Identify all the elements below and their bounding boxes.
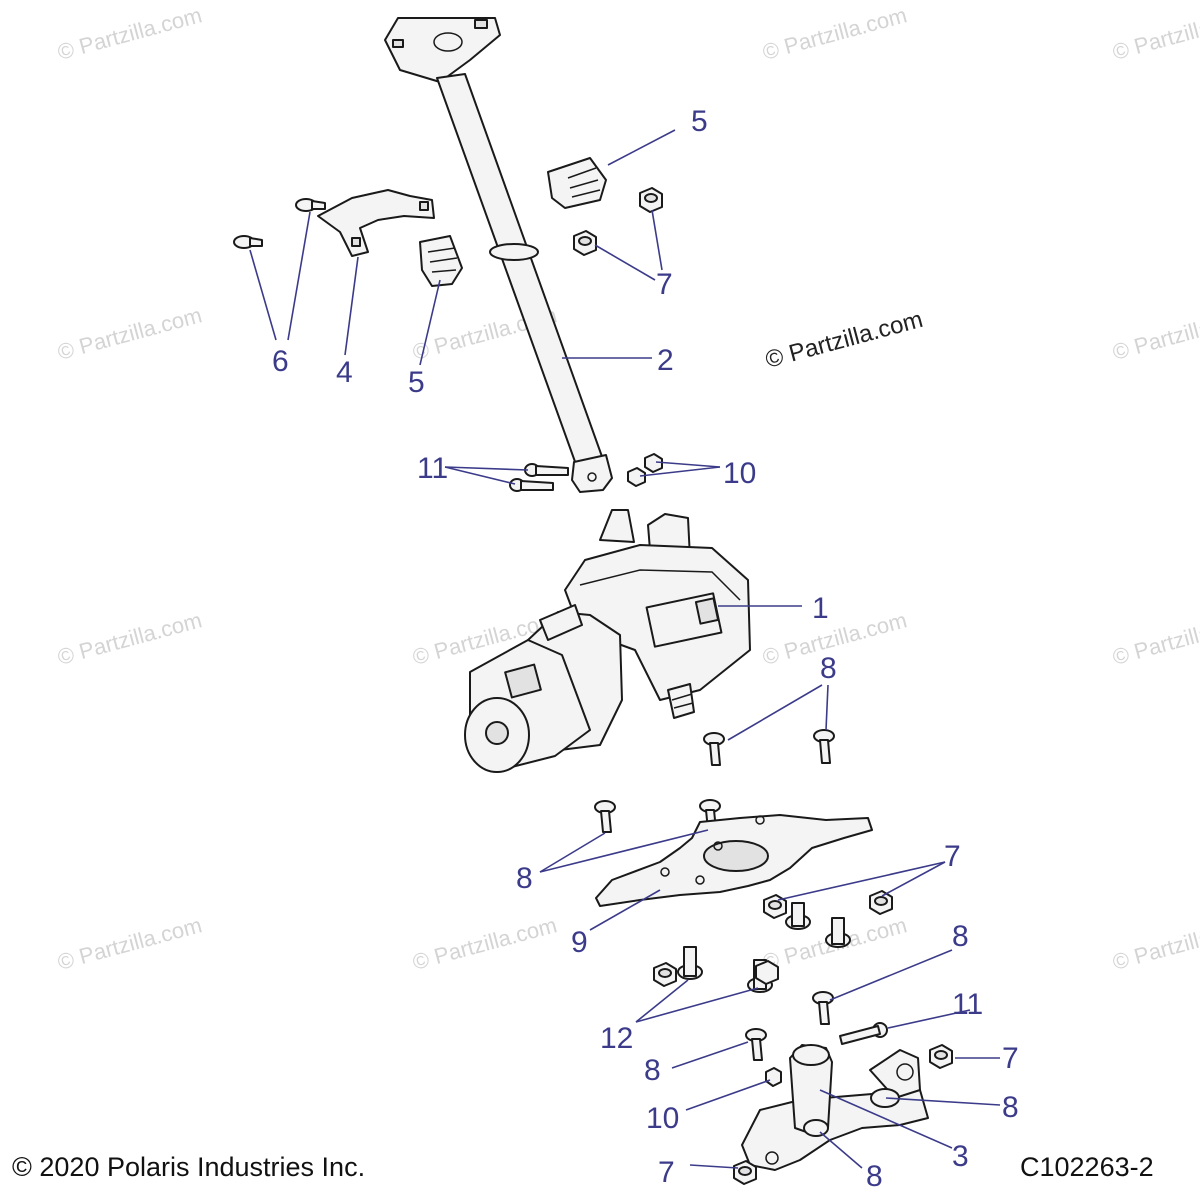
mounting-plate-part[interactable] [595, 814, 873, 907]
bolt-part[interactable] [839, 1022, 888, 1045]
nut-part[interactable] [763, 894, 787, 919]
bolt-part[interactable] [295, 198, 326, 212]
bolt-part[interactable] [524, 463, 569, 477]
callout-3: 3 [952, 1140, 969, 1173]
watermark: © Partzilla.com [410, 912, 560, 975]
clamp-insert-part[interactable] [547, 157, 607, 209]
callout-9: 9 [571, 926, 588, 959]
callout-8: 8 [644, 1054, 661, 1087]
watermark: © Partzilla.com [55, 912, 205, 975]
watermark: © Partzilla.com [55, 607, 205, 670]
watermark: © Partzilla.com [55, 2, 205, 65]
bolt-part[interactable] [813, 729, 835, 764]
callout-10: 10 [646, 1102, 679, 1135]
nut-part[interactable] [639, 187, 663, 213]
leader-lines [249, 129, 1001, 1169]
callout-5: 5 [408, 366, 425, 399]
bolt-part[interactable] [509, 478, 554, 492]
nut-part[interactable] [653, 962, 677, 987]
nut-part[interactable] [765, 1067, 782, 1087]
watermark: © Partzilla.com [1110, 2, 1200, 65]
callout-7: 7 [944, 840, 961, 873]
bolt-part[interactable] [677, 946, 703, 980]
power-steering-unit-part[interactable] [464, 509, 751, 773]
watermark-dark: © Partzilla.com [763, 306, 926, 374]
bolt-part[interactable] [745, 1028, 767, 1061]
callout-labels: 5 7 2 5 4 6 11 10 1 8 8 7 9 8 12 11 8 7 … [272, 105, 1019, 1193]
watermark: © Partzilla.com [55, 302, 205, 365]
bolt-part[interactable] [594, 800, 616, 833]
bolt-part[interactable] [703, 732, 725, 766]
diagram-code: C102263-2 [1020, 1152, 1154, 1182]
callout-12: 12 [600, 1022, 633, 1055]
callout-8: 8 [952, 920, 969, 953]
callout-5: 5 [691, 105, 708, 138]
steering-column-part[interactable] [384, 17, 613, 493]
callout-8: 8 [1002, 1091, 1019, 1124]
clamp-insert-part[interactable] [419, 235, 463, 287]
callout-7: 7 [658, 1156, 675, 1189]
nut-part[interactable] [627, 467, 646, 487]
bolt-part[interactable] [812, 991, 834, 1025]
callout-8: 8 [516, 862, 533, 895]
watermark: © Partzilla.com [1110, 302, 1200, 365]
watermark: © Partzilla.com [760, 2, 910, 65]
nut-part[interactable] [869, 890, 893, 915]
callout-8: 8 [866, 1160, 883, 1193]
callout-7: 7 [656, 268, 673, 301]
copyright-text: © 2020 Polaris Industries Inc. [12, 1152, 365, 1182]
lower-bracket-part[interactable] [741, 1044, 929, 1171]
bolt-part[interactable] [825, 917, 851, 948]
nut-part[interactable] [929, 1044, 953, 1069]
nut-part[interactable] [733, 1160, 757, 1185]
callout-11: 11 [952, 988, 983, 1021]
callout-7: 7 [1002, 1042, 1019, 1075]
callout-10: 10 [723, 457, 756, 490]
callout-2: 2 [657, 344, 674, 377]
callout-6: 6 [272, 345, 289, 378]
nut-part[interactable] [573, 230, 597, 256]
nut-part[interactable] [755, 960, 779, 985]
mounting-bracket-part[interactable] [317, 189, 435, 257]
callout-11: 11 [417, 452, 448, 485]
bolt-part[interactable] [233, 235, 263, 249]
callout-8: 8 [820, 652, 837, 685]
watermark: © Partzilla.com [1110, 912, 1200, 975]
bolt-part[interactable] [785, 902, 811, 930]
watermark: © Partzilla.com [1110, 607, 1200, 670]
nut-part[interactable] [644, 453, 663, 473]
watermark-layer: © Partzilla.com © Partzilla.com © Partzi… [55, 2, 1200, 975]
callout-4: 4 [336, 356, 353, 389]
callout-1: 1 [812, 592, 829, 625]
